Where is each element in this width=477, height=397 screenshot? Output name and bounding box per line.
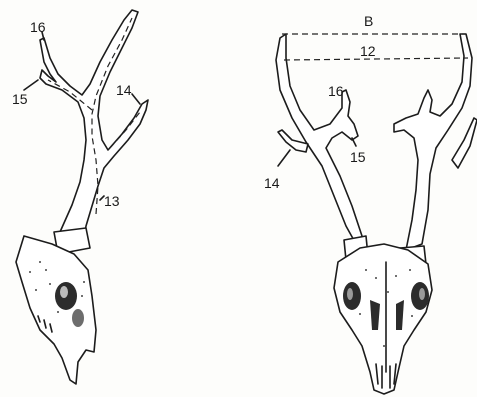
right-fig-left-orbit-hl — [347, 288, 353, 300]
left-skull — [16, 236, 96, 384]
right-fig-right-antler — [394, 34, 472, 250]
left-lateral-view: 16 15 14 13 — [12, 10, 148, 384]
left-leader-14 — [132, 94, 140, 104]
right-frontal-view: B 12 16 15 14 — [264, 13, 477, 394]
right-span-12-line — [284, 58, 468, 60]
left-label-15: 15 — [12, 91, 28, 107]
right-label-B: B — [364, 13, 373, 29]
right-label-16: 16 — [328, 83, 344, 99]
left-label-13: 13 — [104, 193, 120, 209]
right-label-15: 15 — [350, 149, 366, 165]
right-fig-right-lower-tine — [452, 118, 477, 168]
left-antler-beam — [40, 10, 148, 240]
left-leader-15 — [24, 80, 38, 90]
right-leader-14 — [278, 150, 290, 166]
right-label-12: 12 — [360, 43, 376, 59]
left-label-14: 14 — [116, 82, 132, 98]
left-orbit-highlight — [60, 286, 68, 298]
left-cheek-patch — [72, 309, 84, 327]
right-label-14: 14 — [264, 175, 280, 191]
right-fig-skull — [334, 244, 432, 394]
right-fig-right-orbit-hl — [419, 288, 425, 300]
left-label-16: 16 — [30, 19, 46, 35]
